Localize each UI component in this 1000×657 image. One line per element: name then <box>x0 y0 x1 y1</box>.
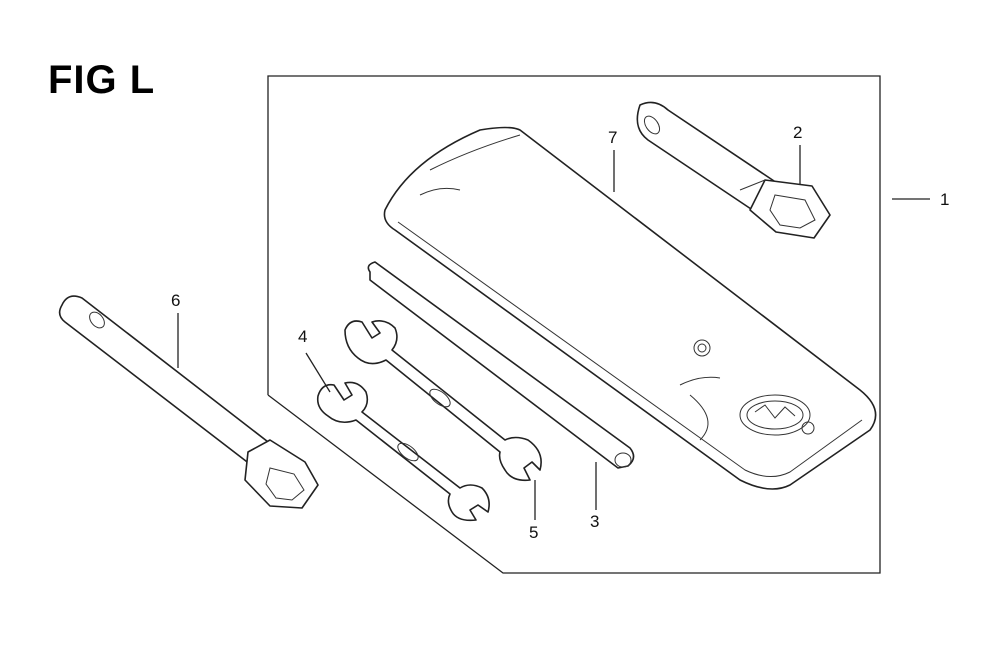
open-end-wrench-5-icon <box>344 320 542 482</box>
tool-bag-icon <box>383 126 877 490</box>
callout-2: 2 <box>793 123 802 142</box>
callout-6: 6 <box>171 291 180 310</box>
callout-1: 1 <box>940 190 949 209</box>
callout-5: 5 <box>529 523 538 542</box>
callout-7: 7 <box>608 128 617 147</box>
callout-4: 4 <box>298 327 307 346</box>
tommy-bar-rod-icon <box>367 261 635 469</box>
socket-spanner-wrench-icon <box>58 295 319 509</box>
box-spanner-wrench-icon <box>636 101 831 239</box>
assembly-outline <box>267 75 881 574</box>
figure-title: FIG L <box>48 58 156 102</box>
callout-3: 3 <box>590 512 599 531</box>
open-end-wrench-4-icon <box>316 381 490 522</box>
leader-lines <box>177 145 930 520</box>
